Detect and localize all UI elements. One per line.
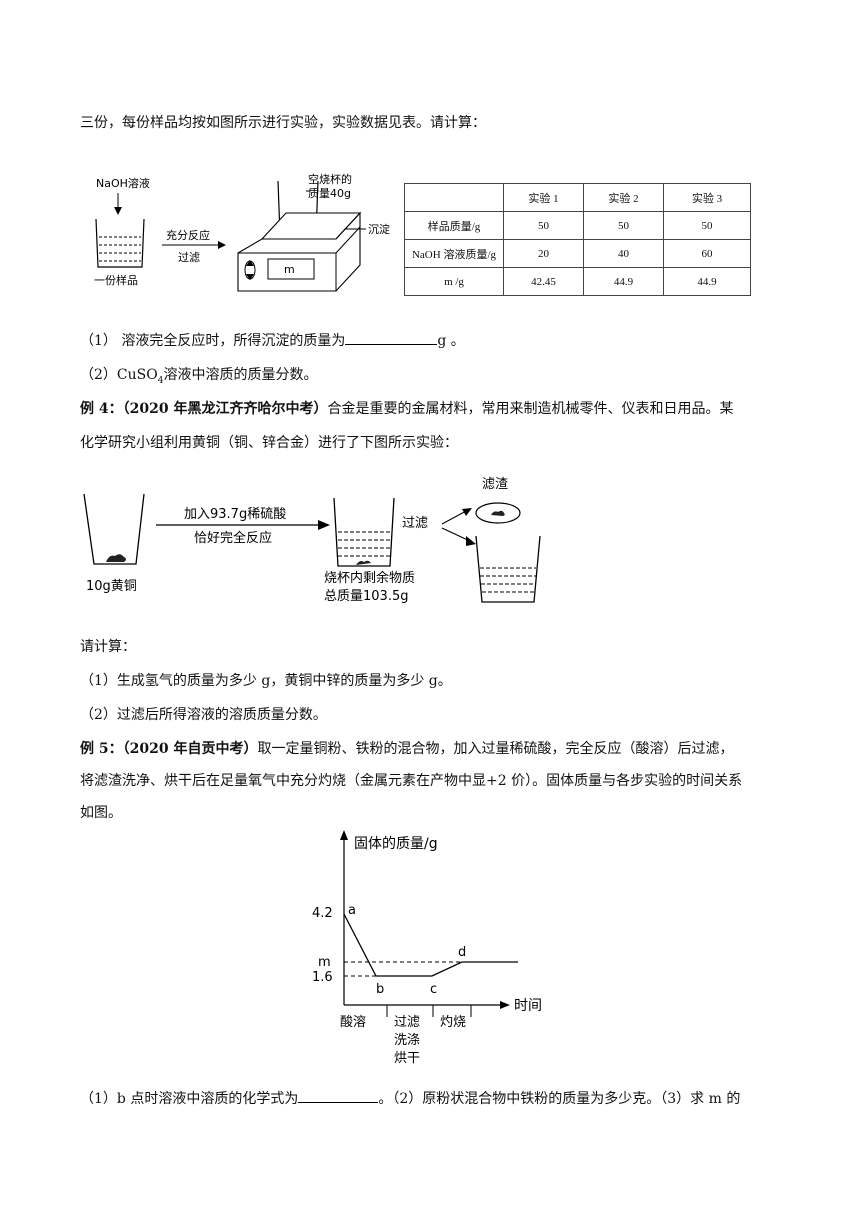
table-header-cell: 实验 2 bbox=[583, 183, 664, 212]
naoh-label: NaOH溶液 bbox=[96, 176, 150, 190]
acid-label: 加入93.7g稀硫酸 bbox=[184, 507, 286, 522]
calc-prompt: 请计算： bbox=[80, 639, 136, 655]
table-cell: 40 bbox=[583, 239, 664, 268]
table-row: m /g 42.45 44.9 44.9 bbox=[404, 267, 751, 296]
answer-blank bbox=[298, 1090, 379, 1103]
residue-label: 滤渣 bbox=[482, 477, 508, 492]
question-4-1: （1）生成氢气的质量为多少 g，黄铜中锌的质量为多少 g。 bbox=[80, 673, 452, 689]
filter-paper bbox=[475, 502, 521, 524]
cup-label-2: 质量40g bbox=[308, 187, 351, 200]
table-cell: 50 bbox=[583, 211, 664, 240]
point-label-a: a bbox=[348, 903, 356, 918]
table-cell: 20 bbox=[503, 239, 584, 268]
example-4-line-1: 例 4：（2020 年黑龙江齐齐哈尔中考）合金是重要的金属材料，常用来制造机械零… bbox=[80, 398, 733, 418]
table-cell: 60 bbox=[663, 239, 751, 268]
question-text: g 。 bbox=[437, 333, 465, 349]
table-cell: m /g bbox=[404, 267, 504, 296]
question-3-1: （1） 溶液完全反应时，所得沉淀的质量为 g 。 bbox=[80, 330, 465, 350]
beaker-filtrate bbox=[475, 535, 541, 603]
scale-display bbox=[267, 258, 315, 280]
stage-label-dry: 烘干 bbox=[394, 1051, 420, 1066]
mass-time-chart: 固体的质量/g 时间 4.2 m 1.6 a b c d 酸溶 过滤 洗涤 烘干… bbox=[312, 830, 542, 1066]
point-label-b: b bbox=[376, 982, 384, 997]
stage-label-filter: 过滤 bbox=[394, 1015, 420, 1030]
question-text: 溶液中溶质的质量分数。 bbox=[163, 367, 318, 383]
arrow-top-label: 充分反应 bbox=[166, 228, 210, 242]
arrow-bottom-label: 过滤 bbox=[178, 251, 200, 264]
filter-label: 过滤 bbox=[402, 516, 428, 531]
x-axis-arrow bbox=[500, 1001, 510, 1009]
figure-brass-experiment: 10g黄铜 加入93.7g稀硫酸 恰好完全反应 烧杯内剩余物质 总质量103.5… bbox=[83, 477, 541, 604]
stage-label-wash: 洗涤 bbox=[394, 1033, 420, 1048]
example-5-line-2: 将滤渣洗净、烘干后在足量氧气中充分灼烧（金属元素在产物中显+2 价）。固体质量与… bbox=[80, 773, 743, 789]
y-tick-label: 4.2 bbox=[312, 906, 333, 921]
y-axis-label: 固体的质量/g bbox=[354, 836, 438, 852]
table-row: NaOH 溶液质量/g 20 40 60 bbox=[404, 239, 751, 268]
subscript: 4 bbox=[157, 375, 164, 386]
example-5-line-3: 如图。 bbox=[80, 805, 122, 821]
table-cell: 42.45 bbox=[503, 267, 584, 296]
question-text: （1）b 点时溶液中溶质的化学式为 bbox=[80, 1091, 299, 1107]
balance-scale bbox=[237, 211, 361, 292]
table-cell: 50 bbox=[663, 211, 751, 240]
x-axis-label: 时间 bbox=[514, 998, 542, 1014]
question-4-2: （2）过滤后所得溶液的溶质质量分数。 bbox=[80, 707, 327, 723]
brass-label: 10g黄铜 bbox=[86, 579, 137, 594]
table-header-cell: 实验 1 bbox=[503, 183, 584, 212]
example-5-text: 取一定量铜粉、铁粉的混合物，加入过量稀硫酸，完全反应（酸溶）后过滤， bbox=[257, 741, 734, 757]
question-5: （1）b 点时溶液中溶质的化学式为 。（2）原粉状混合物中铁粉的质量为多少克。（3… bbox=[80, 1088, 740, 1108]
beaker-sample bbox=[95, 218, 145, 268]
table-header-cell: 实验 3 bbox=[663, 183, 751, 212]
answer-blank bbox=[345, 332, 438, 345]
example-4-line-2: 化学研究小组利用黄铜（铜、锌合金）进行了下图所示实验： bbox=[80, 435, 458, 451]
point-label-c: c bbox=[430, 982, 437, 997]
figure-naoh-experiment: NaOH溶液 一份样品 充分反应 过滤 空烧杯的 质量40g 沉淀 m bbox=[94, 172, 390, 292]
table-cell: 44.9 bbox=[583, 267, 664, 296]
question-text: （2）CuSO bbox=[80, 367, 158, 383]
scale-display-label: m bbox=[284, 263, 295, 276]
scale-top bbox=[260, 212, 362, 240]
beaker-brass bbox=[83, 493, 145, 565]
table-cell: 50 bbox=[503, 211, 584, 240]
table-cell bbox=[404, 183, 504, 212]
table-cell: 44.9 bbox=[663, 267, 751, 296]
stage-label-burn: 灼烧 bbox=[440, 1015, 466, 1030]
y-tick-label: m bbox=[318, 955, 331, 970]
table-cell: 样品质量/g bbox=[404, 211, 504, 240]
table-header-row: 实验 1 实验 2 实验 3 bbox=[404, 183, 751, 212]
sample-label: 一份样品 bbox=[94, 273, 138, 287]
precip-label: 沉淀 bbox=[368, 222, 390, 236]
question-text: 。（2）原粉状混合物中铁粉的质量为多少克。（3）求 m 的 bbox=[378, 1091, 741, 1107]
cup-label-1: 空烧杯的 bbox=[308, 172, 352, 186]
y-axis-arrow bbox=[340, 830, 348, 840]
intro-text: 三份，每份样品均按如图所示进行实验，实验数据见表。请计算： bbox=[80, 115, 486, 131]
stage-label-acid: 酸溶 bbox=[340, 1015, 366, 1030]
example-4-text: 合金是重要的金属材料，常用来制造机械零件、仪表和日用品。某 bbox=[327, 401, 734, 417]
example-5-line-1: 例 5：（2020 年自贡中考）取一定量铜粉、铁粉的混合物，加入过量稀硫酸，完全… bbox=[80, 738, 733, 758]
question-text: （1） 溶液完全反应时，所得沉淀的质量为 bbox=[80, 333, 346, 349]
table-row: 样品质量/g 50 50 50 bbox=[404, 211, 751, 240]
remain-label-1: 烧杯内剩余物质 bbox=[324, 570, 415, 586]
example-5-label: 例 5：（2020 年自贡中考） bbox=[80, 741, 258, 757]
complete-reaction-label: 恰好完全反应 bbox=[194, 530, 272, 546]
experiment-data-table: 实验 1 实验 2 实验 3 样品质量/g 50 50 50 NaOH 溶液质量… bbox=[404, 183, 751, 296]
beaker-remain bbox=[333, 497, 395, 567]
question-3-2: （2）CuSO4溶液中溶质的质量分数。 bbox=[80, 364, 317, 386]
example-4-label: 例 4：（2020 年黑龙江齐齐哈尔中考） bbox=[80, 401, 328, 417]
table-cell: NaOH 溶液质量/g bbox=[404, 239, 504, 268]
y-tick-label: 1.6 bbox=[312, 970, 333, 985]
mass-curve bbox=[343, 913, 518, 977]
point-label-d: d bbox=[458, 945, 466, 960]
remain-label-2: 总质量103.5g bbox=[324, 589, 408, 604]
